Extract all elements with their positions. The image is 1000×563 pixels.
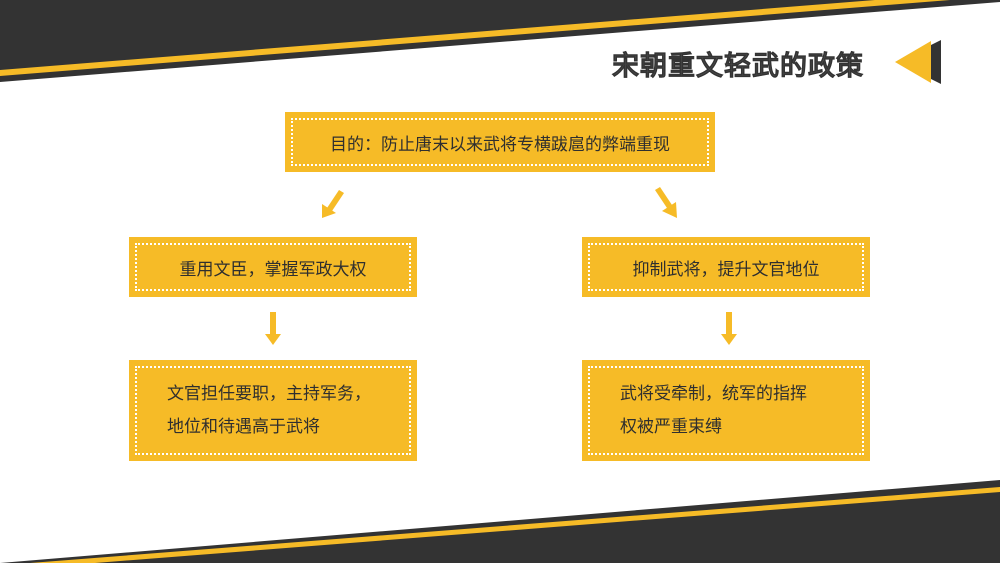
dotted-border [291,118,709,166]
arrow-down-icon [265,312,281,345]
right-measure-text: 抑制武将，提升文官地位 [632,259,820,280]
arrow-down-icon [721,312,737,345]
top-yellow-stripe [0,0,950,76]
bottom-yellow-stripe [30,487,1000,563]
root-text: 目的：防止唐末以来武将专横跋扈的弊端重现 [330,134,670,155]
right-result-line: 权被严重束缚 [620,416,722,437]
bottom-dark-band [0,480,1000,563]
top-dark-band [0,0,1000,82]
dotted-border [135,366,411,455]
left-result-line: 地位和待遇高于武将 [167,416,320,437]
left-result-line: 文官担任要职，主持军务， [167,383,371,404]
right-result-box: 武将受牵制，统军的指挥 权被严重束缚 [582,360,870,461]
dotted-border [588,243,864,291]
arrow-down-left-icon [322,190,344,218]
right-measure-box: 抑制武将，提升文官地位 [582,237,870,297]
root-box: 目的：防止唐末以来武将专横跋扈的弊端重现 [285,112,715,172]
page-title: 宋朝重文轻武的政策 [612,51,864,83]
right-result-line: 武将受牵制，统军的指挥 [620,383,807,404]
right-result-text: 武将受牵制，统军的指挥 权被严重束缚 [620,360,807,461]
dark-bar-icon [931,40,941,84]
left-result-box: 文官担任要职，主持军务， 地位和待遇高于武将 [129,360,417,461]
arrow-down-right-icon [655,187,677,218]
triangle-left-icon [895,41,931,83]
left-result-text: 文官担任要职，主持军务， 地位和待遇高于武将 [167,360,371,461]
dotted-border [588,366,864,455]
left-measure-text: 重用文臣，掌握军政大权 [179,259,367,280]
left-measure-box: 重用文臣，掌握军政大权 [129,237,417,297]
dotted-border [135,243,411,291]
